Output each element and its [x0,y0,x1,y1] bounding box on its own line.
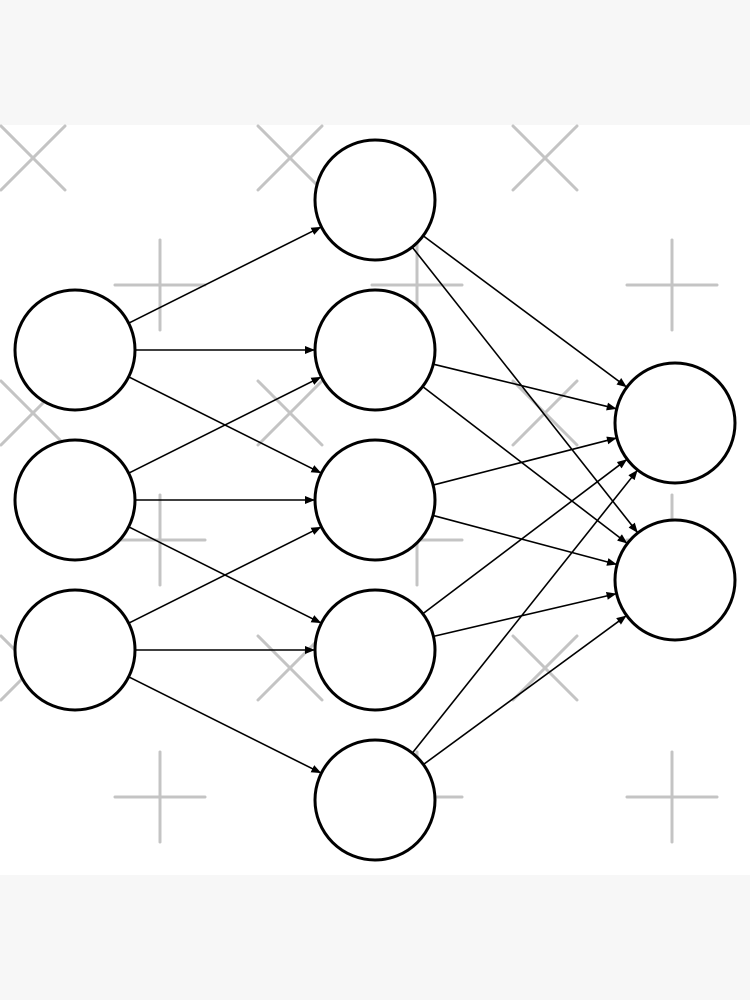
connection-arrow [422,235,627,388]
connections-layer [128,226,638,774]
connection-arrow [422,459,628,615]
input-node [13,288,137,412]
connection-arrow [411,469,638,754]
watermark-cross-mark [256,379,324,447]
output-node [613,361,737,485]
watermark-plus-mark [625,750,719,844]
connection-arrow [432,436,617,486]
watermark-plus-mark [113,750,207,844]
hidden-node [313,588,437,712]
output-node [613,518,737,642]
watermark-cross-mark [256,124,324,192]
connection-arrow [432,514,618,566]
watermark-cross-mark [511,634,579,702]
connection-arrow [422,385,628,544]
input-node [13,588,137,712]
connection-arrow [128,526,322,624]
hidden-node [313,288,437,412]
connection-arrow [128,376,322,474]
connection-arrow [128,226,322,324]
watermark-plus-mark [113,238,207,332]
nodes-layer [13,138,737,862]
watermark-cross-mark [0,124,67,192]
connection-arrow [411,246,638,533]
hidden-node [313,438,437,562]
connection-arrow [422,615,627,766]
watermark-plus-mark [625,238,719,332]
watermark-cross-mark [511,379,579,447]
connection-arrow [433,363,617,411]
hidden-node [313,738,437,862]
watermark-cross-mark [511,124,579,192]
top-margin [0,0,750,125]
watermark-plus-mark [113,493,207,587]
input-node [13,438,137,562]
hidden-node [313,138,437,262]
connection-arrow [433,592,617,638]
connection-arrow [128,676,322,774]
watermark-cross-mark [256,634,324,702]
bottom-margin [0,875,750,1000]
